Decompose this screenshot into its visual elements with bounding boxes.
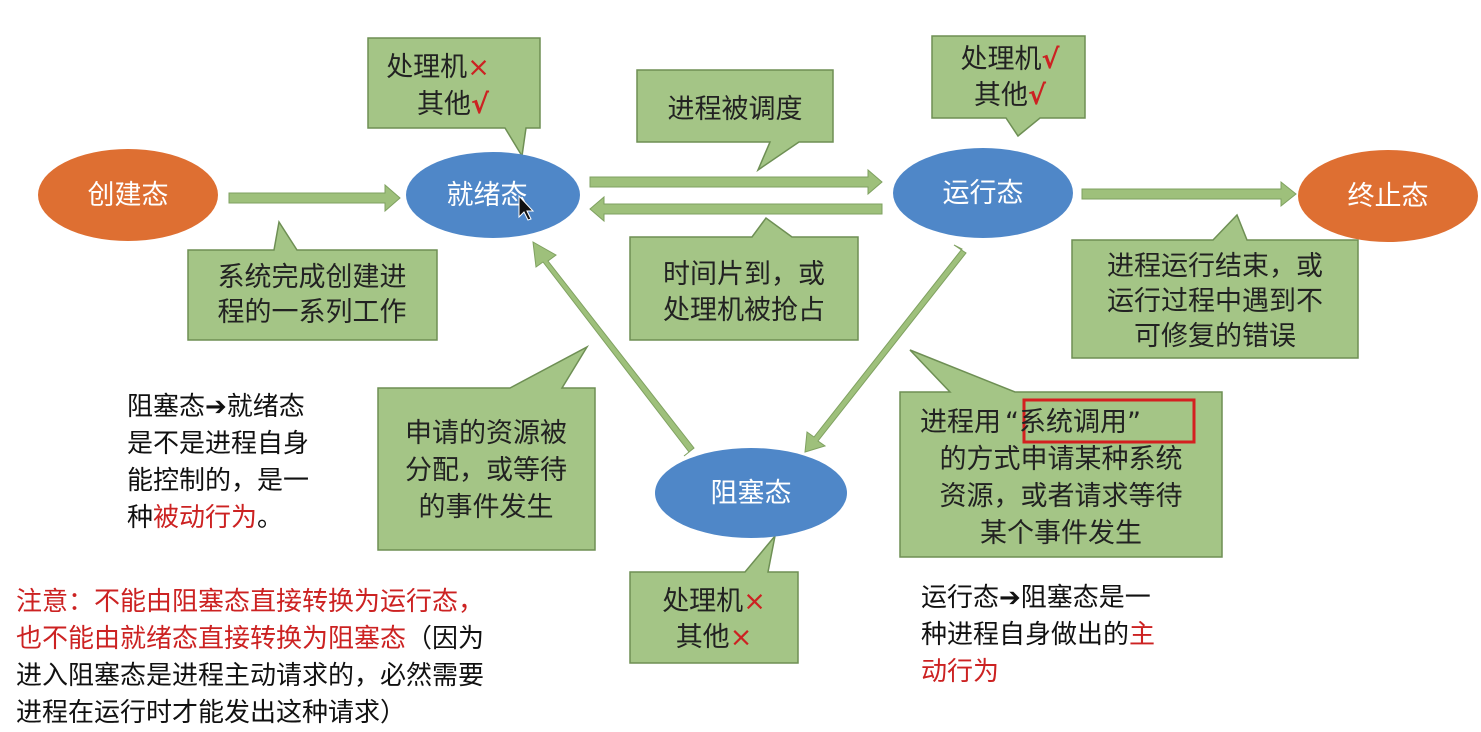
- note-line: 运行态➔阻塞态是一: [921, 583, 1151, 613]
- callout-bubble: [636, 69, 834, 173]
- state-node: [893, 148, 1073, 238]
- callout-label: 处理机: [960, 44, 1041, 75]
- state-blocked: 阻塞态: [655, 448, 847, 538]
- state-label: 运行态: [943, 178, 1024, 209]
- callout-ready-resources: 处理机× 其他√: [367, 37, 541, 159]
- callout-line: 运行过程中遇到不: [1107, 286, 1323, 317]
- note-emphasis: 主: [1129, 620, 1156, 650]
- arrow-ready-to-running: [589, 168, 883, 196]
- callout-scheduled: 进程被调度: [636, 69, 834, 173]
- callout-bubble: [629, 535, 799, 664]
- state-label: 阻塞态: [711, 478, 792, 509]
- state-create: 创建态: [38, 149, 218, 241]
- callout-label: 其他: [417, 89, 471, 120]
- callout-bubble: [187, 219, 438, 341]
- callout-bubble: [367, 37, 541, 159]
- note-active-transition: 运行态➔阻塞态是一 种进程自身做出的主 动行为: [921, 580, 1155, 691]
- note-text: （因为: [406, 624, 485, 654]
- state-node: [38, 149, 218, 241]
- callout-blocked-resources: 处理机× 其他×: [629, 535, 799, 664]
- arrow-running-to-terminated: [1081, 180, 1297, 208]
- svg-text:处理机√: 处理机√: [960, 44, 1060, 75]
- note-line: 阻塞态➔就绪态: [127, 392, 305, 422]
- svg-text:处理机×: 处理机×: [386, 52, 490, 83]
- callout-line: 处理机被抢占: [663, 295, 825, 326]
- note-line: 能控制的，是一: [127, 466, 310, 496]
- callout-line: 的方式申请某种系统: [940, 444, 1183, 475]
- state-label: 终止态: [1348, 181, 1429, 212]
- callout-label: 其他: [676, 622, 730, 653]
- callout-timeslice: 时间片到，或 处理机被抢占: [629, 216, 859, 341]
- note-line: 是不是进程自身: [127, 429, 310, 459]
- state-node: [655, 448, 847, 538]
- svg-text:其他√: 其他√: [417, 89, 490, 120]
- callout-terminate-reason: 进程运行结束，或 运行过程中遇到不 可修复的错误: [1071, 213, 1359, 359]
- callout-bubble: [629, 216, 859, 341]
- check-mark-icon: √: [1041, 44, 1060, 75]
- highlight-box: [1022, 398, 1196, 444]
- callout-running-resources: 处理机√ 其他√: [931, 35, 1086, 138]
- state-node: [1298, 150, 1478, 242]
- arrow-blocked-to-ready: [532, 241, 695, 457]
- note-line: 进程在运行时才能发出这种请求）: [16, 698, 407, 728]
- cross-mark-icon: ×: [467, 52, 490, 83]
- svg-text:其他√: 其他√: [974, 80, 1047, 111]
- warning-line: 注意：不能由阻塞态直接转换为运行态，: [16, 587, 485, 617]
- callout-line: 申请的资源被: [405, 418, 567, 449]
- state-label: 创建态: [88, 180, 169, 211]
- callout-line: 可修复的错误: [1134, 321, 1296, 352]
- callout-bubble: [931, 35, 1086, 138]
- callout-bubble: [899, 349, 1223, 558]
- callout-wake-up: 申请的资源被 分配，或等待 的事件发生: [377, 345, 596, 551]
- note-text: 种进程自身做出的: [921, 620, 1130, 650]
- callout-line: 资源，或者请求等待: [940, 481, 1183, 512]
- note-text: 种: [127, 503, 154, 533]
- callout-bubble: [1071, 213, 1359, 359]
- callout-label: 处理机: [386, 52, 467, 83]
- syscall-highlight: “系统调用”: [1005, 407, 1141, 438]
- callout-text: 进程被调度: [668, 94, 803, 125]
- callout-line: 系统完成创建进: [218, 262, 407, 293]
- arrow-running-to-ready: [589, 195, 883, 223]
- note-passive-transition: 阻塞态➔就绪态 是不是进程自身 能控制的，是一 种被动行为。: [127, 389, 309, 537]
- callout-line: 进程运行结束，或: [1107, 251, 1323, 282]
- state-label: 就绪态: [447, 180, 528, 211]
- cross-mark-icon: ×: [743, 586, 766, 617]
- callout-text: 进程用: [920, 407, 1001, 438]
- note-line: 进入阻塞态是进程主动请求的，必然需要: [16, 661, 485, 691]
- note-text: 。: [257, 503, 284, 533]
- callout-label: 其他: [974, 80, 1028, 111]
- callout-line: 的事件发生: [419, 492, 554, 523]
- state-ready: 就绪态: [406, 152, 580, 238]
- cross-mark-icon: ×: [730, 622, 753, 653]
- svg-text:处理机×: 处理机×: [662, 586, 766, 617]
- arrow-running-to-blocked: [804, 244, 967, 453]
- state-node: [406, 152, 580, 238]
- svg-text:进程用“系统调用”: 进程用“系统调用”: [920, 407, 1141, 438]
- callout-line: 程的一系列工作: [218, 297, 407, 328]
- svg-text:其他×: 其他×: [676, 622, 753, 653]
- mouse-cursor-icon: [518, 194, 535, 221]
- arrow-create-to-ready: [228, 183, 401, 213]
- note-emphasis: 动行为: [921, 657, 1000, 687]
- check-mark-icon: √: [1028, 80, 1047, 111]
- warning-line: 也不能由就绪态直接转换为阻塞态: [16, 624, 407, 654]
- check-mark-icon: √: [471, 89, 490, 120]
- callout-line: 某个事件发生: [980, 518, 1142, 549]
- callout-bubble: [377, 345, 596, 551]
- callout-create-done: 系统完成创建进 程的一系列工作: [187, 219, 438, 341]
- callout-label: 处理机: [662, 586, 743, 617]
- note-emphasis: 被动行为: [153, 503, 258, 533]
- callout-syscall: 进程用“系统调用” 的方式申请某种系统 资源，或者请求等待 某个事件发生: [899, 349, 1223, 558]
- callout-line: 时间片到，或: [663, 259, 825, 290]
- note-warning: 注意：不能由阻塞态直接转换为运行态， 也不能由就绪态直接转换为阻塞态（因为 进入…: [16, 584, 484, 732]
- callout-line: 分配，或等待: [405, 455, 567, 486]
- state-running: 运行态: [893, 148, 1073, 238]
- state-terminated: 终止态: [1298, 150, 1478, 242]
